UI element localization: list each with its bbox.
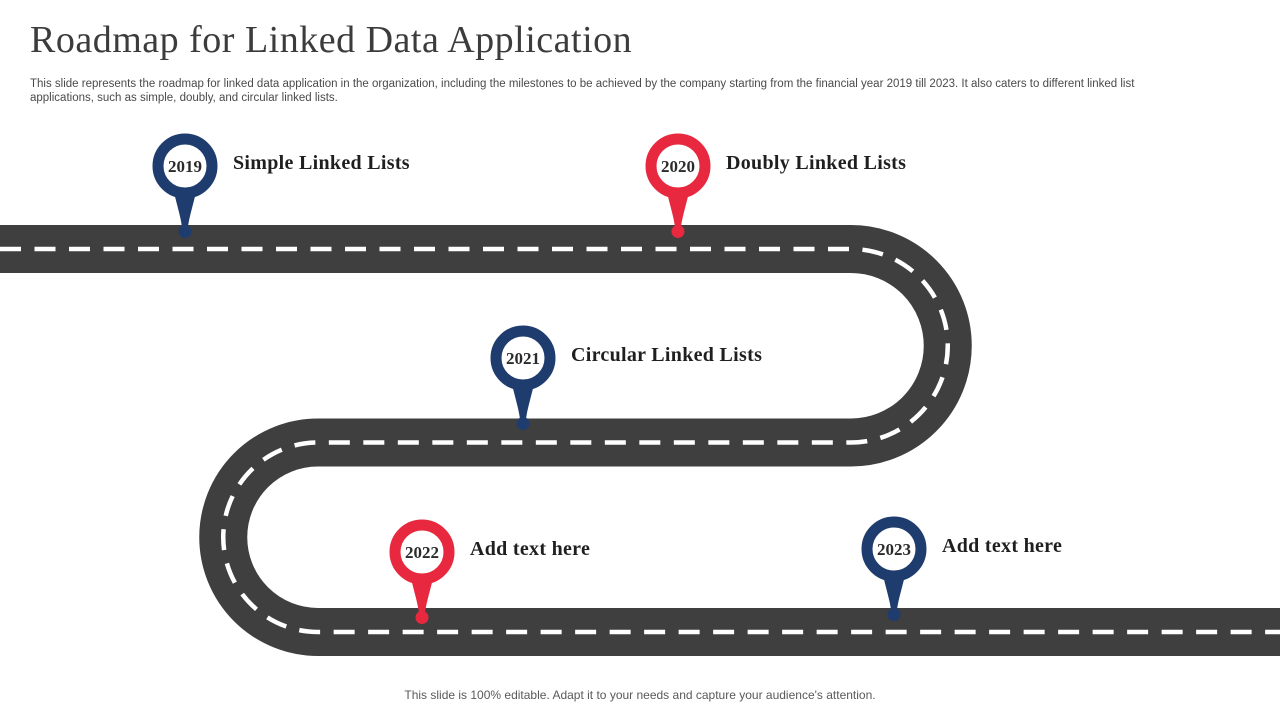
location-pin-icon: 2019	[152, 133, 218, 238]
milestone-2023: 2023 Add text here	[856, 516, 1062, 626]
milestone-year: 2022	[405, 543, 439, 562]
editable-note: This slide is 100% editable. Adapt it to…	[404, 688, 876, 702]
milestone-year: 2021	[506, 349, 540, 368]
milestone-label: Add text here	[942, 535, 1063, 557]
milestone-2022: 2022 Add text here	[384, 519, 590, 629]
milestone-year: 2023	[877, 540, 911, 559]
page-title: Roadmap for Linked Data Application	[30, 19, 633, 61]
milestone-year: 2019	[168, 157, 202, 176]
milestone-2021: 2021 Circular Linked Lists	[485, 325, 762, 435]
road-center-dashes	[0, 246, 1280, 635]
milestone-year: 2020	[661, 157, 695, 176]
milestone-label: Doubly Linked Lists	[726, 152, 907, 174]
milestone-label: Add text here	[470, 538, 591, 560]
location-pin-icon: 2020	[645, 133, 711, 238]
location-pin-icon: 2021	[490, 325, 556, 430]
slide-description: This slide represents the roadmap for li…	[30, 78, 1135, 104]
milestone-2020: 2020 Doubly Linked Lists	[640, 133, 906, 243]
milestone-label: Circular Linked Lists	[571, 344, 763, 366]
location-pin-icon: 2022	[389, 519, 455, 624]
location-pin-icon: 2023	[861, 516, 927, 621]
milestone-label: Simple Linked Lists	[233, 152, 410, 174]
milestone-2019: 2019 Simple Linked Lists	[147, 133, 410, 243]
